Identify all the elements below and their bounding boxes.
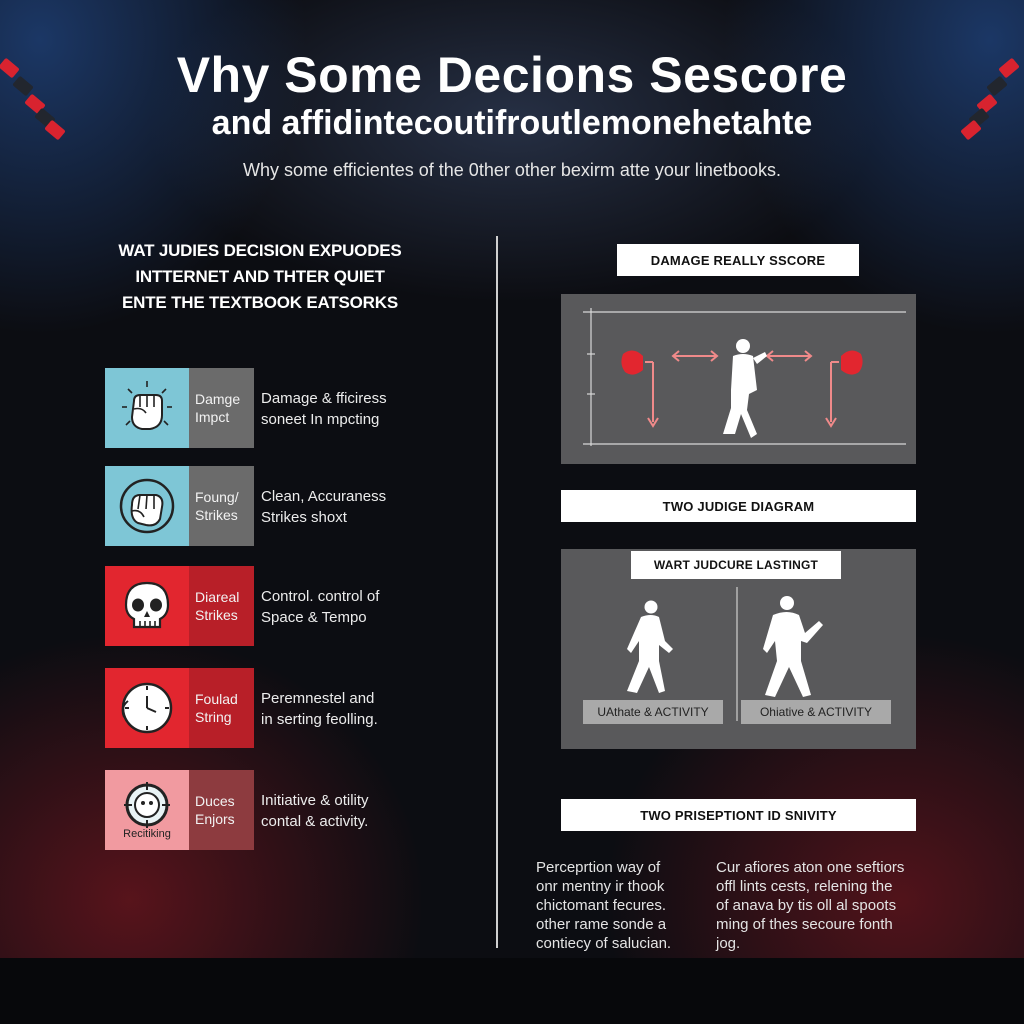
judge-panel-title: WART JUDCURE LASTINGT — [631, 551, 841, 579]
criteria-description: Control. control of Space & Tempo — [261, 586, 451, 628]
judge-figures — [627, 587, 823, 721]
damage-diagram — [583, 308, 906, 446]
column-divider — [496, 236, 498, 948]
criteria-label-line: Damge — [195, 391, 241, 407]
fist-icon — [105, 368, 189, 448]
criteria-description: Damage & fficiress soneet In mpcting — [261, 388, 451, 430]
text-line: chictomant fecures. — [536, 897, 667, 914]
bottom-band — [0, 958, 1024, 1024]
criteria-label-line: Enjors — [195, 811, 235, 827]
criteria-description: Peremnestel and in serting feolling. — [261, 688, 451, 730]
criteria-desc-line: Space & Tempo — [261, 609, 367, 626]
left-heading-line: ENTE THE TEXTBOOK EATSORKS — [122, 293, 398, 312]
criteria-desc-line: contal & activity. — [261, 813, 369, 830]
perception-text-right: Cur afiores aton one seftiors offl lints… — [716, 858, 904, 953]
criteria-description: Initiative & otility contal & activity. — [261, 790, 451, 832]
page-subtitle: Why some efficientes of the 0ther other … — [243, 160, 781, 180]
text-line: offl lints cests, relening the — [716, 878, 893, 895]
criteria-label-line: String — [195, 709, 232, 725]
walking-fighter-icon — [723, 339, 767, 438]
text-line: other rame sonde a — [536, 916, 667, 933]
criteria-label-line: Foung/ — [195, 489, 239, 505]
left-heading-line: WAT JUDIES DECISION EXPUODES — [118, 241, 402, 260]
activity-tag-left: UAthate & ACTIVITY — [583, 700, 723, 724]
criteria-desc-line: Initiative & otility — [261, 792, 369, 809]
walking-fighter-icon — [627, 600, 673, 693]
criteria-label-line: Duces — [195, 793, 235, 809]
damage-diagram-panel — [561, 294, 916, 464]
text-line: ming of thes secoure fonth — [716, 916, 893, 933]
criteria-desc-line: soneet In mpcting — [261, 411, 380, 428]
right-glove-icon — [825, 350, 863, 428]
left-glove-icon — [621, 350, 659, 428]
criteria-label-line: Strikes — [195, 507, 238, 523]
two-judge-diagram-header: TWO JUDIGE DIAGRAM — [561, 490, 916, 522]
skull-icon — [105, 566, 189, 646]
text-line: contiecy of salucian. — [536, 935, 672, 952]
activity-tag-right: Ohiative & ACTIVITY — [741, 700, 891, 724]
text-line: of anava by tis oll al spoots — [716, 897, 897, 914]
clock-icon — [105, 668, 189, 748]
two-perception-header: TWO PRISEPTIONT ID SNIVITY — [561, 799, 916, 831]
criteria-desc-line: in serting feolling. — [261, 711, 378, 728]
text-line: jog. — [716, 935, 741, 952]
left-heading: WAT JUDIES DECISION EXPUODES INTTERNET A… — [100, 238, 420, 316]
text-line: Cur afiores aton one seftiors — [716, 859, 905, 876]
perception-text-left: Perceprtion way of onr mentny ir thook c… — [536, 858, 671, 953]
criteria-label-line: Foulad — [195, 691, 238, 707]
text-line: onr mentny ir thook — [536, 878, 665, 895]
criteria-desc-line: Peremnestel and — [261, 690, 375, 707]
damage-score-header: DAMAGE REALLY SSCORE — [617, 244, 859, 276]
icon-caption: Recitiking — [123, 828, 171, 840]
criteria-description: Clean, Accuraness Strikes shoxt — [261, 486, 451, 528]
grip-hand-icon — [105, 466, 189, 546]
judge-comparison-panel: WART JUDCURE LASTINGT UAthate & ACTIVITY… — [561, 549, 916, 749]
left-heading-line: INTTERNET AND THTER QUIET — [135, 267, 385, 286]
walking-fighter-icon — [763, 596, 823, 697]
page-title-line2: and affidintecoutifroutlemonehetahte — [211, 104, 813, 142]
criteria-desc-line: Control. control of — [261, 588, 380, 605]
criteria-label: Foung/Strikes — [189, 466, 254, 546]
criteria-label-line: Strikes — [195, 607, 238, 623]
criteria-desc-line: Clean, Accuraness — [261, 488, 387, 505]
reticle-face-icon: Recitiking — [105, 770, 189, 850]
text-line: Perceprtion way of — [536, 859, 661, 876]
criteria-label-line: Impct — [195, 409, 230, 425]
page-title: Vhy Some Decions Sescore — [176, 47, 848, 103]
criteria-label-line: Diareal — [195, 589, 240, 605]
criteria-desc-line: Damage & fficiress — [261, 390, 387, 407]
criteria-desc-line: Strikes shoxt — [261, 509, 347, 526]
